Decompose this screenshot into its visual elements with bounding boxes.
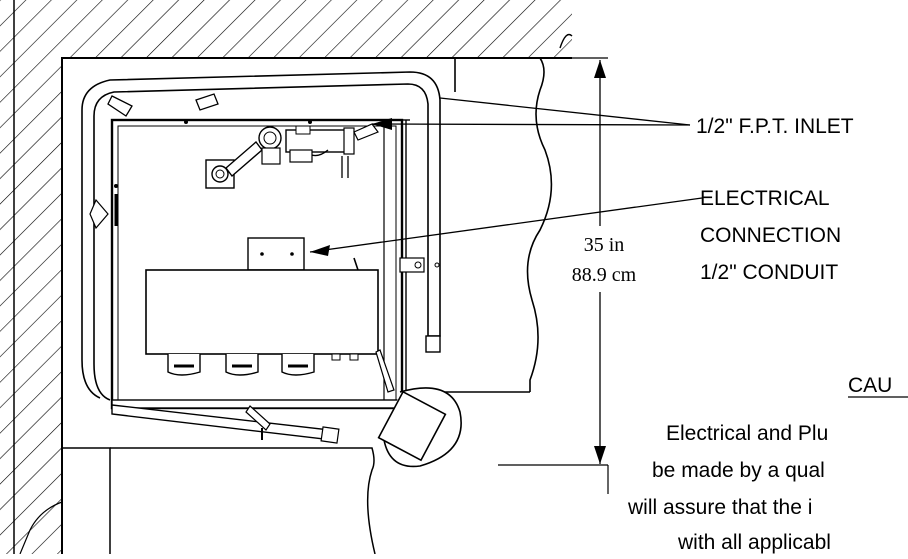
dimension-imperial: 35 in bbox=[584, 234, 625, 256]
caution-heading: CAU bbox=[848, 374, 892, 397]
electrical-callout-line2: CONNECTION bbox=[700, 224, 841, 247]
caution-line4: with all applicabl bbox=[677, 531, 831, 554]
lower-assembly bbox=[89, 198, 462, 468]
heating-elements bbox=[167, 354, 315, 376]
junction-box bbox=[145, 237, 440, 376]
caution-line1: Electrical and Plu bbox=[666, 422, 828, 445]
valve-assembly bbox=[205, 123, 379, 189]
base-section bbox=[19, 447, 376, 555]
dimension-metric: 88.9 cm bbox=[572, 264, 637, 286]
leader-lines bbox=[309, 97, 703, 256]
caution-line2: be made by a qual bbox=[652, 459, 825, 482]
electrical-callout-line1: ELECTRICAL bbox=[700, 187, 830, 210]
height-dimension bbox=[498, 57, 609, 494]
caution-line3: will assure that the i bbox=[627, 496, 812, 519]
inlet-callout: 1/2" F.P.T. INLET bbox=[696, 115, 854, 138]
wall-hatching bbox=[0, 0, 572, 554]
electrical-callout-line3: 1/2" CONDUIT bbox=[700, 261, 838, 284]
drain-tubing bbox=[81, 71, 441, 401]
